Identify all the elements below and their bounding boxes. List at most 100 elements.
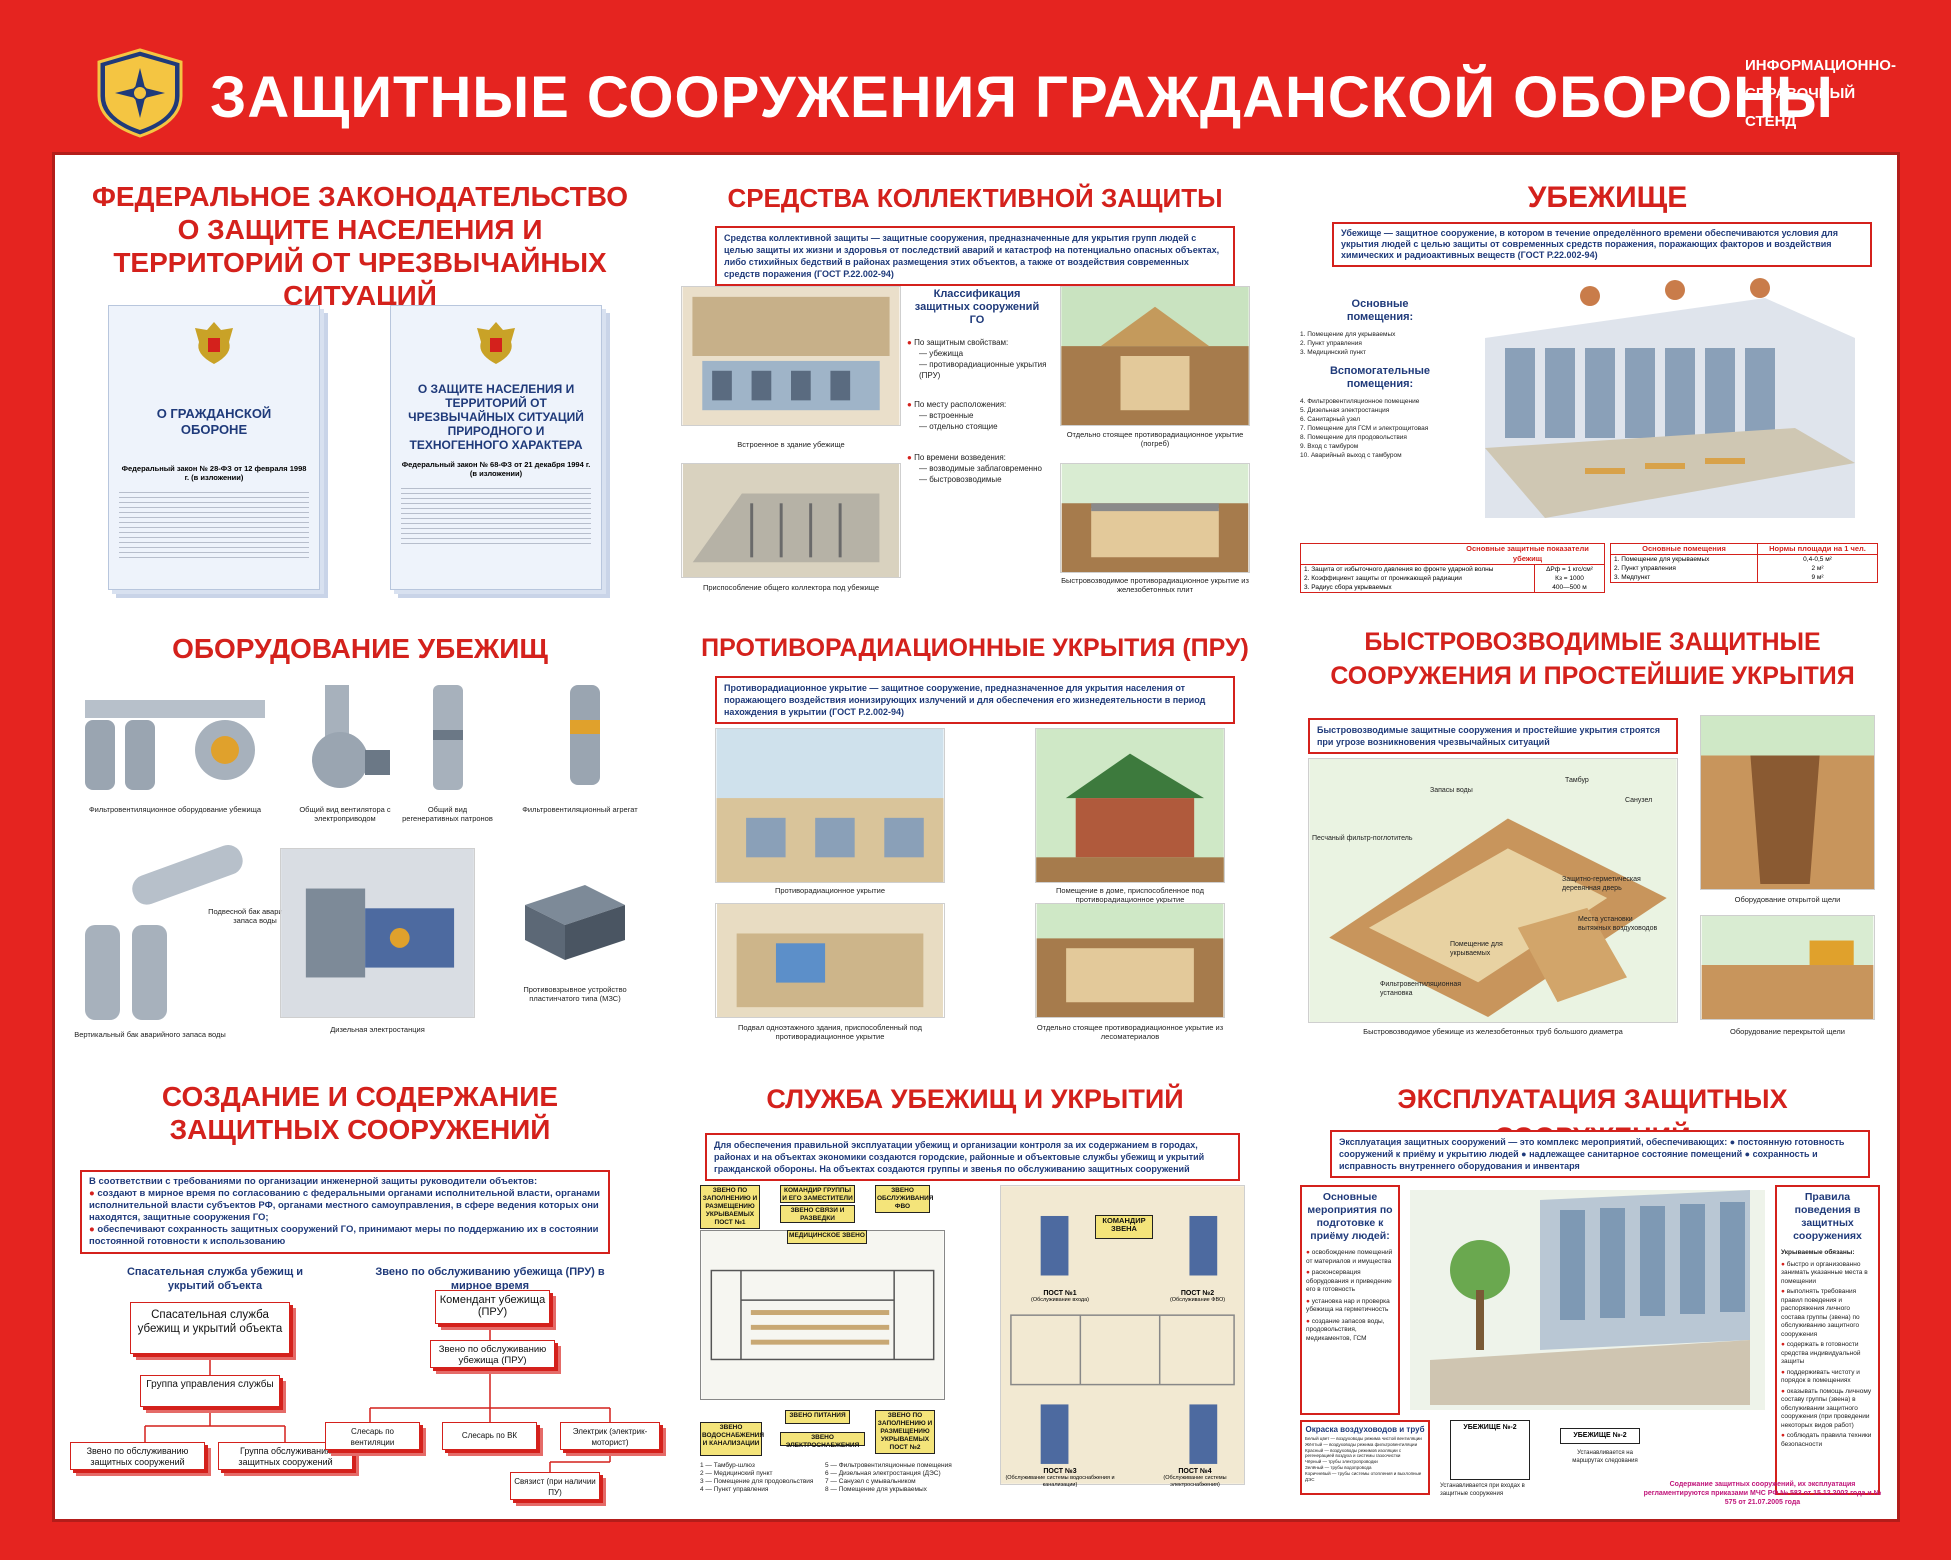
plan-box: ЗВЕНО ОБСЛУЖИВАНИЯ ФВО [875,1185,933,1213]
plan-box: ЗВЕНО ПИТАНИЯ [785,1410,850,1424]
quick-title: БЫСТРОВОЗВОДИМЫЕ ЗАЩИТНЫЕ СООРУЖЕНИЯ И П… [1330,628,1855,690]
pru-illustration-3 [715,903,945,1018]
pipe-color-item: Красный — воздуховоды режимов изоляции с… [1305,1447,1402,1459]
operation-section: ЭКСПЛУАТАЦИЯ ЗАЩИТНЫХ СООРУЖЕНИЙ Эксплуа… [1300,1080,1885,1506]
table-cell: ΔРф = 1 кгс/см² [1534,565,1604,574]
builtin-shelter-illustration [681,286,901,426]
class-group-2: По месту расположения: — встроенные — от… [907,399,1047,432]
caption-pru-1: Противорадиационное укрытие [774,886,886,895]
post-2: ПОСТ №2 (Обслуживание ФВО) [1155,1290,1240,1303]
pru-title: ПРОТИВОРАДИАЦИОННЫЕ УКРЫТИЯ (ПРУ) [701,634,1249,662]
rooms-block: Основные помещения: 1. Помещение для укр… [1300,298,1460,460]
rules-title: Правила поведения в защитных сооружениях [1793,1191,1862,1242]
legend-item: 6 — Дизельная электростанция (ДЭС) [825,1470,941,1477]
quick-label: Песчаный фильтр-поглотитель [1312,835,1413,842]
sign-note: Устанавливается на маршрутах следования [1572,1450,1638,1464]
prep-title: Основные мероприятия по подготовке к при… [1307,1191,1393,1242]
table-cell: 2 м² [1757,564,1877,573]
table-header: Основные помещения [1642,544,1726,553]
creation-bullet: обеспечивают сохранность защитных сооруж… [89,1224,601,1248]
footer-note: Содержание защитных сооружений, их экспл… [1643,1481,1882,1506]
room-item: 4. Фильтровентиляционное помещение [1300,398,1420,405]
rule-item: оказывать помощь личному составу группы … [1781,1388,1874,1431]
shelter-sign-1: УБЕЖИЩЕ №-2 [1450,1420,1530,1480]
classification-block: Классификация защитных сооружений ГО По … [907,288,1047,485]
equipment-section: ОБОРУДОВАНИЕ УБЕЖИЩ Фильтровентиляционно… [70,625,650,1045]
post-note: (Обслуживание системы электроснабжения) [1163,1475,1227,1488]
prep-item: расконсервация оборудования и приведение… [1306,1269,1394,1295]
law-doc-1-text [119,488,309,558]
table-row: 2. Коэффициент защиты от проникающей рад… [1301,574,1604,583]
plan-box: КОМАНДИР ГРУППЫ И ЕГО ЗАМЕСТИТЕЛИ [780,1185,855,1203]
aux-rooms-title: Вспомогательные помещения: [1329,365,1431,390]
stand-label: ИНФОРМАЦИОННО- СПРАВОЧНЫЙ СТЕНД [1745,57,1896,130]
quick-label: Запасы воды [1430,787,1473,794]
caption-pipe-shelter: Быстровозводимое убежище из железобетонн… [1363,1027,1623,1036]
rule-item: содержать в готовности средства индивиду… [1781,1341,1874,1367]
rule-item: поддерживать чистоту и порядок в помещен… [1781,1369,1874,1386]
prep-item: создание запасов воды, продовольствия, м… [1306,1318,1394,1344]
plate-shelter-illustration [1060,463,1250,573]
table-cell: 1. Защита от избыточного давления во фро… [1304,566,1494,573]
post-label: ПОСТ №2 [1180,1290,1215,1297]
pipe-color-item: Белый цвет — воздуховоды режима чистой в… [1305,1436,1422,1441]
post-note: (Обслуживание системы водоснабжения и ка… [1005,1475,1115,1488]
table-cell: 2. Коэффициент защиты от проникающей рад… [1304,575,1462,582]
filter-unit-illustration [535,680,635,795]
caption-plate: Быстровозводимое противорадиационное укр… [1061,576,1249,594]
legend-item: 1 — Тамбур-шлюз [700,1462,755,1469]
post-3: ПОСТ №3 (Обслуживание системы водоснабже… [1005,1468,1115,1489]
rule-item: выполнять требования правил поведения и … [1781,1288,1874,1339]
quick-label: Тамбур [1565,777,1589,784]
class-item: — возводимые заблаговременно [919,464,1042,473]
org-box-electrician: Электрик (электрик-моторист) [560,1422,660,1450]
caption-pru-2: Помещение в доме, приспособленное под пр… [1056,886,1204,904]
table-cell: 3. Медпункт [1614,574,1651,581]
pru-illustration-4 [1035,903,1225,1018]
shelter-plan-illustration [700,1230,945,1400]
room-item: 8. Помещение для продовольствия [1300,434,1407,441]
quick-label: Фильтровентиляционная установка [1380,981,1462,997]
table-1-title: Основные защитные показатели убежищ [1301,544,1604,565]
sign-label: УБЕЖИЩЕ №-2 [1463,1424,1517,1431]
quick-label: Помещение для укрываемых [1450,941,1503,957]
creation-section: СОЗДАНИЕ И СОДЕРЖАНИЕ ЗАЩИТНЫХ СООРУЖЕНИ… [70,1080,660,1500]
plan-box: ЗВЕНО ВОДОСНАБЖЕНИЯ И КАНАЛИЗАЦИИ [700,1422,764,1456]
class-group-title: По месту расположения: [907,399,1047,410]
table-cell: Кз = 1000 [1534,574,1604,583]
table-cell: 400—500 м [1534,583,1604,592]
legend-item: 8 — Помещение для укрываемых [825,1486,927,1493]
org-box-service-unit-pru: Звено по обслуживанию убежища (ПРУ) [430,1340,555,1368]
caption-open-trench: Оборудование открытой щели [1734,895,1841,904]
class-item: — отдельно стоящие [919,422,998,431]
caption-blast-device: Противовзрывное устройство пластинчатого… [523,985,627,1003]
legend-item: 5 — Фильтровентиляционные помещения [825,1462,952,1469]
service-title: СЛУЖБА УБЕЖИЩ И УКРЫТИЙ [766,1084,1184,1114]
prep-item: установка нар и проверка убежища на герм… [1306,1298,1394,1315]
org-chart-connectors [144,1325,611,1472]
rule-item: соблюдать правила техники безопасности [1781,1432,1874,1449]
shelter-table-1: Основные защитные показатели убежищ 1. З… [1300,543,1605,593]
org-box-signalman: Связист (при наличии ПУ) [510,1472,600,1500]
plan-box: ЗВЕНО ПО ЗАПОЛНЕНИЮ И РАЗМЕЩЕНИЮ УКРЫВАЕ… [700,1185,760,1229]
org-box-commandant: Комендант убежища (ПРУ) [435,1290,550,1324]
caption-covered-trench: Оборудование перекрытой щели [1730,1027,1845,1036]
hanging-water-tank-illustration [110,840,250,915]
filter-ventilation-equipment-illustration [75,680,275,800]
room-item: 1. Помещение для укрываемых [1300,331,1396,338]
legend-item: 7 — Санузел с умывальником [825,1478,916,1485]
classification-title: Классификация защитных сооружений ГО [914,288,1040,326]
class-item: — противорадиационные укрытия (ПРУ) [919,360,1047,380]
plan-legend-left: 1 — Тамбур-шлюз 2 — Медицинский пункт 3 … [700,1462,820,1494]
regenerative-cartridges-illustration [408,680,488,795]
quick-label: Защитно-герметическая деревянная дверь [1562,876,1641,892]
sign-note: Устанавливается при входах в защитные со… [1440,1483,1525,1497]
caption-vertical-tank: Вертикальный бак аварийного запаса воды [74,1030,226,1039]
equipment-title: ОБОРУДОВАНИЕ УБЕЖИЩ [172,633,548,664]
post-label: ПОСТ №3 [1043,1468,1077,1475]
creation-definition: В соответствии с требованиями по организ… [80,1170,610,1254]
